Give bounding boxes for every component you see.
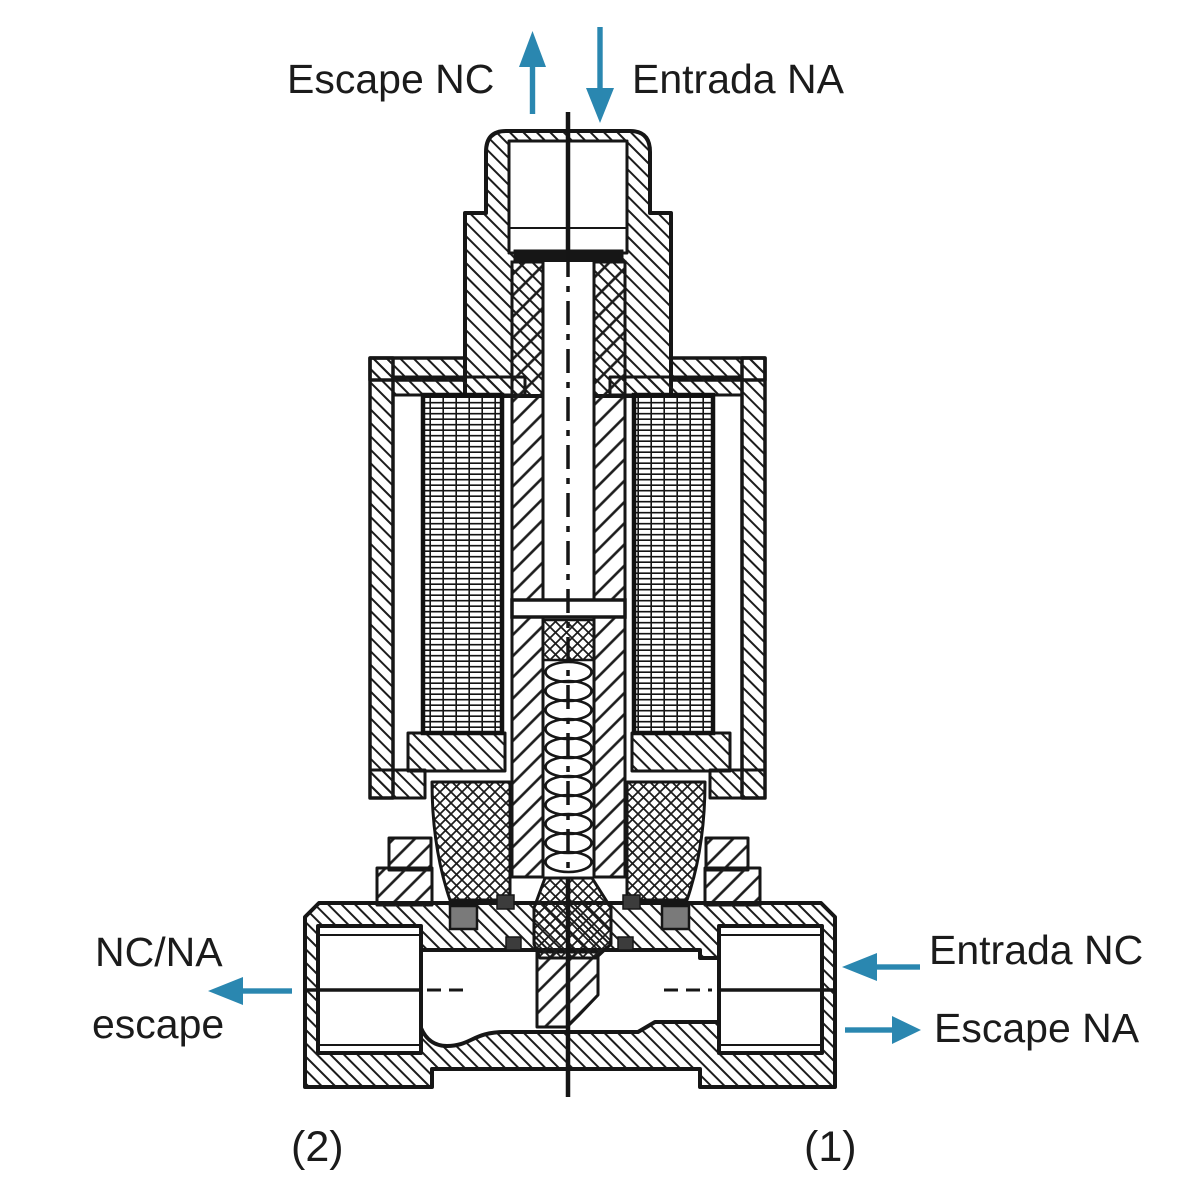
label-entrada-na: Entrada NA bbox=[632, 56, 844, 102]
flow-arrow-escape-na-icon bbox=[845, 1016, 921, 1044]
valve-body bbox=[303, 901, 837, 1089]
label-entrada-nc: Entrada NC bbox=[929, 927, 1144, 973]
coil-housing bbox=[368, 356, 767, 800]
flow-arrow-entrada-nc-icon bbox=[842, 953, 920, 981]
plunger-seal bbox=[532, 876, 613, 960]
solenoid-coil-windings bbox=[420, 392, 716, 736]
flow-arrow-left-escape-icon bbox=[208, 977, 292, 1005]
valve-seat bbox=[532, 876, 613, 1029]
seals bbox=[448, 894, 691, 951]
flow-arrow-up-icon bbox=[519, 31, 546, 114]
label-escape-nc: Escape NC bbox=[287, 56, 495, 102]
flow-arrow-down-icon bbox=[586, 27, 614, 123]
label-escape-na: Escape NA bbox=[934, 1005, 1140, 1051]
label-port-2: (2) bbox=[291, 1123, 344, 1171]
bonnet bbox=[375, 836, 762, 907]
label-port-1: (1) bbox=[804, 1123, 857, 1171]
label-nc-na: NC/NA bbox=[95, 929, 223, 975]
label-escape: escape bbox=[92, 1001, 225, 1047]
knurled-gland bbox=[430, 780, 707, 902]
